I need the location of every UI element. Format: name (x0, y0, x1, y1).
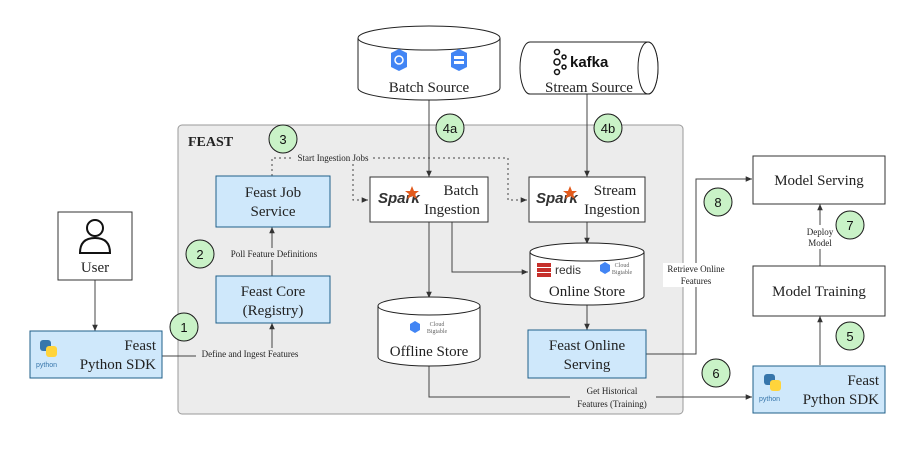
online-bigtable-line1: Cloud (615, 263, 630, 269)
spark-logo-icon: Spark (536, 186, 578, 207)
edge-label-historical-line2: Features (Training) (577, 399, 646, 409)
step-8-label: 8 (714, 195, 721, 210)
stream-ingestion-line1: Stream (594, 183, 637, 199)
step-2-badge: 2 (185, 239, 215, 269)
job-service-line2: Service (251, 204, 296, 220)
batch-ingestion-node: Spark Batch Ingestion (369, 176, 489, 223)
online-store-node: redis Cloud Bigtable Online Store (529, 242, 645, 306)
offline-store-node: Cloud Bigtable Offline Store (377, 296, 481, 367)
offline-bigtable-line2: Bigtable (427, 329, 448, 335)
model-serving-label: Model Serving (774, 173, 864, 189)
job-service-line1: Feast Job (245, 185, 301, 201)
feast-core-node: Feast Core (Registry) (215, 275, 331, 324)
stream-source-label: Stream Source (545, 80, 633, 96)
edge-label-start-jobs: Start Ingestion Jobs (298, 153, 369, 163)
kafka-icon (553, 48, 567, 76)
python-logo-text: python (759, 396, 780, 403)
bigtable-icon: Cloud Bigtable (410, 321, 447, 335)
stream-source-node: kafka Stream Source (519, 41, 659, 96)
step-6-label: 6 (712, 366, 719, 381)
step-8-badge: 8 (703, 187, 733, 217)
step-3-badge: 3 (268, 124, 298, 154)
edge-label-retrieve-line2: Features (681, 276, 712, 286)
user-label: User (81, 260, 109, 276)
sdk-right-line1: Feast (847, 373, 879, 389)
model-serving-node: Model Serving (752, 155, 886, 205)
feast-core-line2: (Registry) (243, 303, 304, 319)
offline-store-label: Offline Store (390, 344, 469, 360)
batch-ingestion-line1: Batch (444, 183, 479, 199)
online-serving-node: Feast Online Serving (527, 329, 647, 379)
edge-jobservice-to-stream (353, 157, 527, 203)
step-2-label: 2 (196, 247, 203, 262)
step-4b-badge: 4b (593, 113, 623, 143)
edge-labels: Define and Ingest Features Poll Feature … (196, 152, 839, 410)
step-3-label: 3 (279, 132, 286, 147)
sdk-left-line2: Python SDK (80, 357, 156, 373)
online-serving-line1: Feast Online (549, 338, 626, 354)
edge-label-historical-line1: Get Historical (587, 386, 638, 396)
step-7-label: 7 (846, 218, 853, 233)
bigquery-icon (391, 49, 407, 71)
batch-ingestion-line2: Ingestion (424, 202, 480, 218)
bigtable-icon: Cloud Bigtable (600, 262, 632, 276)
model-training-label: Model Training (772, 284, 866, 300)
step-1-label: 1 (180, 320, 187, 335)
user-node: User (57, 211, 133, 281)
step-5-badge: 5 (835, 321, 865, 351)
job-service-node: Feast Job Service (215, 175, 331, 228)
online-bigtable-line2: Bigtable (612, 270, 633, 276)
edge-label-deploy-line2: Model (808, 238, 832, 248)
step-7-badge: 7 (835, 210, 865, 240)
sdk-left-node: python Feast Python SDK (29, 330, 163, 379)
step-6-badge: 6 (701, 358, 731, 388)
edge-jobservice-to-batch (271, 157, 368, 203)
kafka-logo-text: kafka (570, 54, 609, 71)
edge-label-define-ingest: Define and Ingest Features (202, 349, 299, 359)
cloud-storage-icon (451, 49, 467, 71)
online-serving-line2: Serving (564, 357, 611, 373)
step-4a-badge: 4a (435, 113, 465, 143)
redis-icon: redis (537, 263, 581, 277)
edge-batchingest-to-online (451, 222, 528, 275)
spark-logo-icon: Spark (378, 186, 420, 207)
batch-source-label: Batch Source (389, 80, 470, 96)
python-logo-icon: python (759, 374, 781, 403)
step-4b-label: 4b (601, 121, 615, 136)
step-1-badge: 1 (169, 312, 199, 342)
step-4a-label: 4a (443, 121, 458, 136)
online-store-label: Online Store (549, 284, 626, 300)
edge-label-deploy-line1: Deploy (807, 227, 834, 237)
redis-logo-text: redis (555, 263, 581, 277)
sdk-right-line2: Python SDK (803, 392, 879, 408)
step-5-label: 5 (846, 329, 853, 344)
model-training-node: Model Training (752, 265, 886, 317)
feast-core-line1: Feast Core (241, 284, 306, 300)
stream-ingestion-line2: Ingestion (584, 202, 640, 218)
python-logo-icon: python (36, 340, 57, 369)
stream-ingestion-node: Spark Stream Ingestion (528, 176, 646, 223)
feast-region-title: FEAST (188, 135, 234, 150)
sdk-right-node: python Feast Python SDK (752, 365, 886, 414)
edge-label-poll-defs: Poll Feature Definitions (231, 249, 318, 259)
python-logo-text: python (36, 362, 57, 369)
batch-source-node: Batch Source (357, 25, 501, 101)
sdk-left-line1: Feast (124, 338, 156, 354)
step-markers: 1 2 3 4a 4b 5 6 7 (169, 113, 865, 388)
offline-bigtable-line1: Cloud (430, 322, 445, 328)
user-icon (78, 219, 112, 254)
edge-label-retrieve-line1: Retrieve Online (667, 264, 724, 274)
